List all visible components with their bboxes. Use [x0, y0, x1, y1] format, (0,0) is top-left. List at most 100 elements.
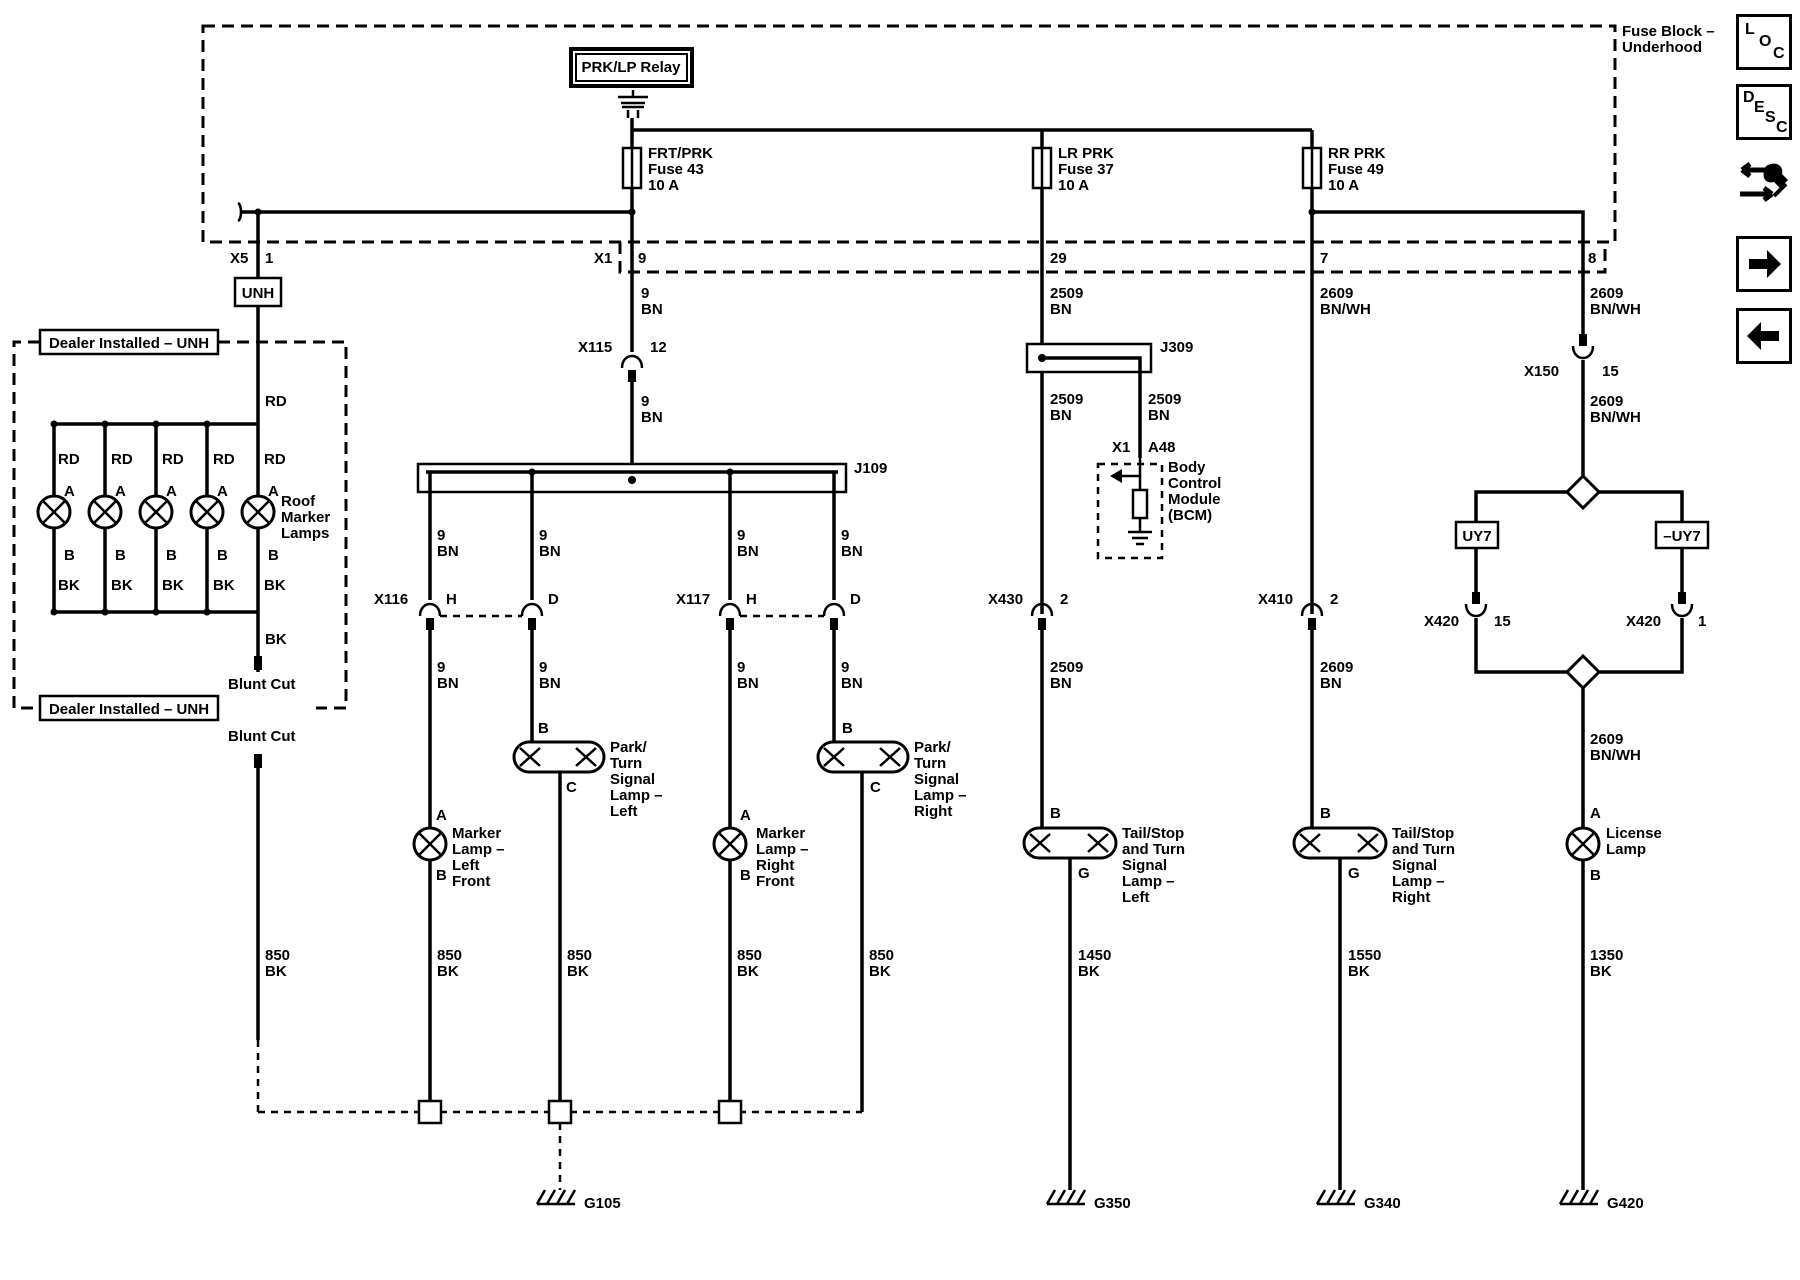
wire-bn-lf2: BN: [539, 543, 561, 560]
wire-bk-1550: BK: [1348, 963, 1370, 980]
tail-r-label-4: Lamp –: [1392, 873, 1445, 890]
wire-bn-rf1: BN: [737, 543, 759, 560]
tail-r-label-5: Right: [1392, 889, 1430, 906]
connector-x420-a: X420 15: [1424, 592, 1511, 630]
tail-l-pin-b: B: [1050, 805, 1061, 822]
park-l-label-1: Park/: [610, 739, 648, 756]
not-uy7-label: –UY7: [1663, 528, 1701, 545]
uy7-option-box: UY7: [1454, 520, 1500, 550]
marker-rf-label-4: Front: [756, 873, 794, 890]
ground-g420: G420: [1558, 1040, 1644, 1212]
roof-lamp-pin-a: A: [268, 483, 279, 500]
license-pin-b: B: [1590, 867, 1601, 884]
x150-pin: 15: [1602, 363, 1619, 380]
marker-rf-label-2: Lamp –: [756, 841, 809, 858]
prev-button[interactable]: [1736, 308, 1792, 364]
connector-x410: X410 2: [1258, 591, 1338, 630]
loc-letter-3: C: [1773, 45, 1785, 62]
dealer-label-top: Dealer Installed – UNH: [49, 335, 209, 352]
x117-pin-h: H: [746, 591, 757, 608]
x430-label: X430: [988, 591, 1023, 608]
marker-rf-label-1: Marker: [756, 825, 805, 842]
marker-rf-label-3: Right: [756, 857, 794, 874]
roof-lamp-wire-rd: RD: [213, 451, 235, 468]
splice-dot: [101, 420, 109, 428]
park-turn-lamp-left: B C Park/ Turn Signal Lamp – Left: [512, 720, 663, 1112]
roof-lamp-pin-a: A: [64, 483, 75, 500]
prk-lp-relay: PRK/LP Relay: [569, 47, 694, 118]
splice-dot: [152, 420, 160, 428]
bcm-name-2: Control: [1168, 475, 1221, 492]
tail-stop-turn-lamp-right: B G Tail/Stop and Turn Signal Lamp – Rig…: [1292, 805, 1455, 1190]
lamp-filament-icon: [144, 500, 168, 524]
x420a-label: X420: [1424, 613, 1459, 630]
connector-x117: X117 H D: [676, 591, 861, 630]
wire-9-lf1: 9: [437, 527, 445, 544]
park-r-pin-b: B: [842, 720, 853, 737]
next-button[interactable]: [1736, 236, 1792, 292]
wire-bk-1350: BK: [1590, 963, 1612, 980]
lamp-filament-icon: [93, 500, 117, 524]
marker-lf-pin-b: B: [436, 867, 447, 884]
fuse-37-name: LR PRK: [1058, 145, 1114, 162]
marker-rf-pin-a: A: [740, 807, 751, 824]
blunt-cut-top: Blunt Cut: [228, 676, 295, 693]
body-control-module: X1 A48 Body Control Module (BCM): [1096, 439, 1221, 560]
marker-rf-pin-b: B: [740, 867, 751, 884]
lamp-filament-icon: [195, 500, 219, 524]
tools-button[interactable]: [1736, 156, 1792, 212]
park-l-label-3: Signal: [610, 771, 655, 788]
wire-bn-2509-b: BN: [1050, 407, 1072, 424]
wire-9-rf2: 9: [841, 527, 849, 544]
roof-lamp-wire-bk: BK: [58, 577, 80, 594]
park-r-label-5: Right: [914, 803, 952, 820]
tail-l-label-4: Lamp –: [1122, 873, 1175, 890]
splice-j109: J109: [416, 460, 887, 494]
desc-button[interactable]: D E S C: [1736, 84, 1792, 140]
bcm-name-1: Body: [1168, 459, 1206, 476]
x117-pin-d: D: [850, 591, 861, 608]
x116-pin-h: H: [446, 591, 457, 608]
marker-lamp-right-front: A B Marker Lamp – Right Front: [712, 807, 809, 1112]
uy7-label: UY7: [1462, 528, 1491, 545]
roof-lamp-pin-b: B: [115, 547, 126, 564]
j109-label: J109: [854, 460, 887, 477]
wire-9-lf4: 9: [539, 659, 547, 676]
wire-850-pr: 850: [869, 947, 894, 964]
wire-bnwh-a: BN/WH: [1320, 301, 1371, 318]
wire-2609-d: 2609: [1590, 393, 1623, 410]
x116-label: X116: [374, 591, 408, 608]
lamp-filament-icon: [246, 500, 270, 524]
wire-bn-2509-a: BN: [1050, 301, 1072, 318]
marker-lf-label-4: Front: [452, 873, 490, 890]
wire-bn-rf2: BN: [841, 543, 863, 560]
x116-pin-d: D: [548, 591, 559, 608]
wire-bn-rf4: BN: [841, 675, 863, 692]
bcm-name-3: Module: [1168, 491, 1221, 508]
park-turn-lamp-right: B C Park/ Turn Signal Lamp – Right: [816, 720, 967, 1112]
park-r-label-4: Lamp –: [914, 787, 967, 804]
park-l-label-5: Left: [610, 803, 638, 820]
arrow-right-icon: [1749, 250, 1781, 278]
wire-bn-2509-c: BN: [1148, 407, 1170, 424]
park-l-pin-c: C: [566, 779, 577, 796]
loc-button[interactable]: L O C: [1736, 14, 1792, 70]
connector-x420-b: X420 1: [1626, 592, 1706, 630]
fuse-49-amps: 10 A: [1328, 177, 1359, 194]
desc-letter-2: E: [1754, 99, 1765, 116]
wire-9-rf1: 9: [737, 527, 745, 544]
fuse-block-label: Fuse Block –: [1622, 23, 1715, 40]
x1-pin-7: 7: [1320, 250, 1328, 267]
wire-9-b: 9: [641, 393, 649, 410]
tail-l-label-5: Left: [1122, 889, 1150, 906]
dealer-installed-region: Dealer Installed – UNH Dealer Installed …: [12, 328, 348, 722]
roof-marker-label-3: Lamps: [281, 525, 329, 542]
wire-bnwh-c: BN/WH: [1590, 301, 1641, 318]
not-uy7-option-box: –UY7: [1654, 520, 1710, 550]
wire-bn-lf1: BN: [437, 543, 459, 560]
g420-label: G420: [1607, 1195, 1644, 1212]
park-r-pin-c: C: [870, 779, 881, 796]
park-l-label-2: Turn: [610, 755, 642, 772]
x1-pin-29: 29: [1050, 250, 1067, 267]
roof-lamp-pin-b: B: [64, 547, 75, 564]
